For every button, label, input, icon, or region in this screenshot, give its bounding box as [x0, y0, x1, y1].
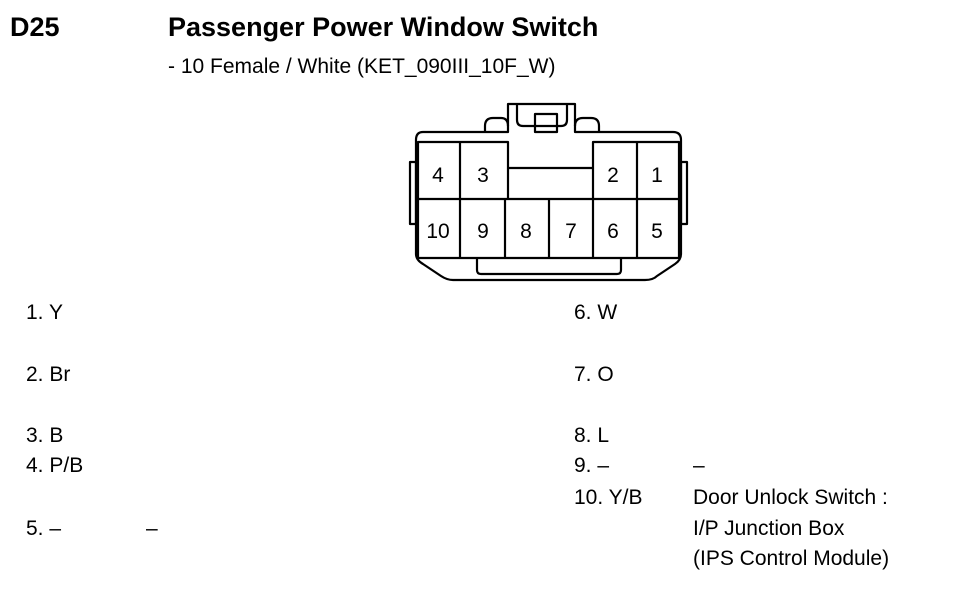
connector-spec: - 10 Female / White (KET_090III_10F_W) [168, 55, 556, 78]
left-shoulder [483, 116, 510, 132]
pin-number: 5 [651, 220, 663, 243]
pin-label-6: 6. W [574, 301, 618, 324]
pin-desc-5: – [146, 517, 158, 540]
pin-label-8: 8. L [574, 424, 610, 447]
pin-label-10: 10. Y/B [574, 486, 643, 509]
pin-label-5: 5. – [26, 517, 62, 540]
pin-label-4: 4. P/B [26, 454, 84, 477]
pin-number: 2 [607, 164, 619, 187]
pin-desc-10-line3: (IPS Control Module) [693, 547, 890, 570]
left-side-rib [408, 160, 418, 226]
pin-label-7: 7. O [574, 363, 614, 386]
pin-number: 4 [432, 164, 444, 187]
connector-housing [414, 102, 683, 282]
pin-number: 10 [426, 220, 449, 243]
pin-number: 8 [520, 220, 532, 243]
latch-window [533, 112, 559, 134]
pin-desc-10: Door Unlock Switch : [693, 486, 888, 509]
connector-code: D25 [10, 12, 60, 42]
right-side-rib [679, 160, 689, 226]
pin-label-2: 2. Br [26, 363, 71, 386]
connector-diagram: 4 3 2 1 10 9 8 7 6 5 [408, 102, 689, 282]
pin-number: 9 [477, 220, 489, 243]
right-shoulder [573, 116, 601, 132]
connector-latch [515, 104, 569, 128]
pin-desc-9: – [693, 454, 705, 477]
pin-label-1: 1. Y [26, 301, 63, 324]
pin-label-9: 9. – [574, 454, 610, 477]
bottom-key [475, 258, 623, 276]
pin-number: 1 [651, 164, 663, 187]
pin-number: 3 [477, 164, 489, 187]
page-title: Passenger Power Window Switch [168, 12, 599, 42]
pin-number: 7 [565, 220, 577, 243]
pin-number: 6 [607, 220, 619, 243]
pin-label-3: 3. B [26, 424, 64, 447]
pin-desc-10-line2: I/P Junction Box [693, 517, 845, 540]
